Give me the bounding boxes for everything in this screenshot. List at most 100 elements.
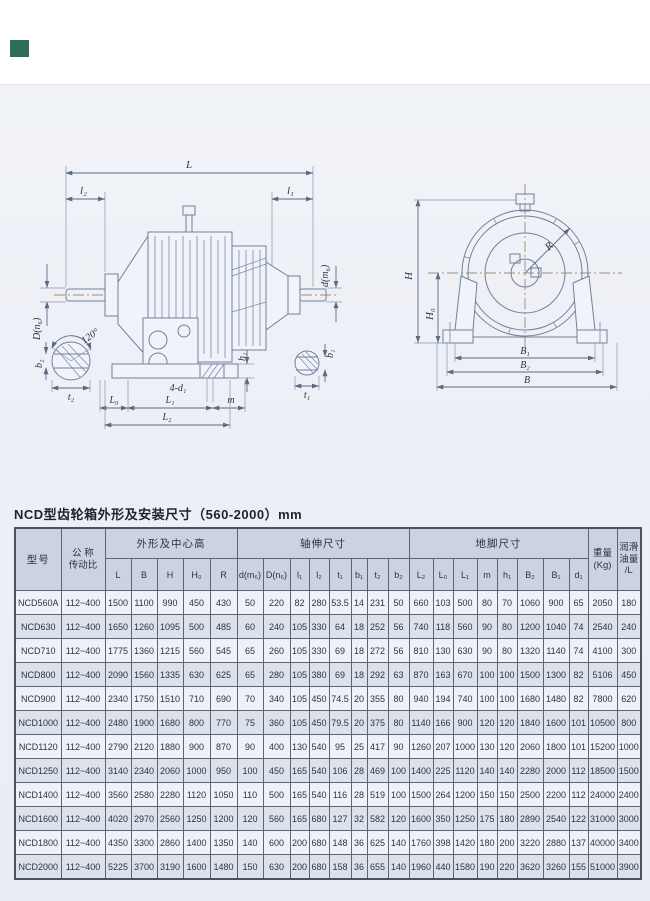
ratio-cell: 112~400 [60,638,106,663]
value-cell: 900 [542,590,570,615]
value-cell: 710 [182,686,211,711]
value-cell: 18 [350,614,368,639]
value-cell: 100 [387,758,410,783]
model-cell: NCD2000 [14,854,62,880]
value-cell: 2000 [542,758,570,783]
value-cell: 95 [328,734,352,759]
value-cell: 500 [262,782,291,807]
value-cell: 2060 [156,758,184,783]
value-cell: 560 [182,638,211,663]
dim-label-D-shaft: D(n₆) [32,317,43,341]
value-cell: 10500 [587,710,618,735]
model-cell: NCD1120 [14,734,62,759]
value-cell: 630 [452,638,478,663]
value-cell: 112 [568,782,589,807]
value-cell: 36 [350,830,368,855]
value-cell: 79.5 [328,710,352,735]
value-cell: 2200 [542,782,570,807]
col-header: t₁ [328,558,352,591]
value-cell: 1800 [542,734,570,759]
value-cell: 130 [289,734,310,759]
value-cell: 1335 [156,662,184,687]
value-cell: 3560 [104,782,132,807]
mounting-base [111,363,239,379]
value-cell: 120 [496,710,518,735]
value-cell: 80 [476,590,498,615]
value-cell: 2280 [516,758,544,783]
value-cell: 2340 [104,686,132,711]
value-cell: 2970 [130,806,158,831]
value-cell: 1775 [104,638,132,663]
value-cell: 1360 [130,638,158,663]
side-view: L l₂ l₁ D(n₆) d(m₆) [32,159,342,429]
value-cell: 127 [328,806,352,831]
col-header: b₁ [350,558,368,591]
end-view: R H H₀ B₁ B₂ B [403,184,622,391]
value-cell: 330 [308,614,330,639]
dim-label-l1: l₁ [287,185,294,197]
dim-label-l2: l₂ [80,185,87,197]
dim-label-h1: h₁ [237,353,248,361]
value-cell: 2540 [542,806,570,831]
value-cell: 100 [236,758,264,783]
value-cell: 450 [308,686,330,711]
value-cell: 166 [432,710,454,735]
value-cell: 120 [387,806,410,831]
value-cell: 105 [289,614,310,639]
value-cell: 660 [408,590,434,615]
value-cell: 655 [366,854,389,880]
value-cell: 1840 [516,710,544,735]
dim-label-L: L [185,159,192,171]
value-cell: 140 [387,854,410,880]
value-cell: 90 [236,734,264,759]
value-cell: 990 [156,590,184,615]
value-cell: 3700 [130,854,158,880]
col-header: L₀ [432,558,454,591]
value-cell: 105 [289,662,310,687]
value-cell: 380 [308,662,330,687]
ratio-header-line1: 公 称 [72,547,94,559]
value-cell: 1120 [182,782,211,807]
dim-label-B: B [524,375,530,386]
value-cell: 116 [328,782,352,807]
value-cell: 3000 [616,806,642,831]
value-cell: 264 [432,782,454,807]
value-cell: 148 [328,830,352,855]
value-cell: 450 [616,662,642,687]
value-cell: 118 [432,614,454,639]
value-cell: 103 [432,590,454,615]
value-cell: 53.5 [328,590,352,615]
value-cell: 560 [452,614,478,639]
value-cell: 680 [308,806,330,831]
dim-label-L2: L₂ [161,412,172,423]
value-cell: 2560 [156,806,184,831]
value-cell: 101 [568,734,589,759]
ratio-cell: 112~400 [60,662,106,687]
value-cell: 194 [432,686,454,711]
value-cell: 3220 [516,830,544,855]
value-cell: 1600 [542,710,570,735]
value-cell: 65 [568,590,589,615]
value-cell: 100 [496,686,518,711]
value-cell: 105 [289,710,310,735]
model-cell: NCD560A [14,590,62,615]
col-header-model: 型号 [14,527,62,591]
value-cell: 50 [387,590,410,615]
ratio-cell: 112~400 [60,758,106,783]
value-cell: 24000 [587,782,618,807]
value-cell: 150 [476,782,498,807]
value-cell: 1680 [516,686,544,711]
value-cell: 70 [236,686,264,711]
value-cell: 469 [366,758,389,783]
value-cell: 582 [366,806,389,831]
value-cell: 1200 [452,782,478,807]
value-cell: 2580 [130,782,158,807]
ratio-cell: 112~400 [60,686,106,711]
value-cell: 1040 [542,614,570,639]
value-cell: 18500 [587,758,618,783]
